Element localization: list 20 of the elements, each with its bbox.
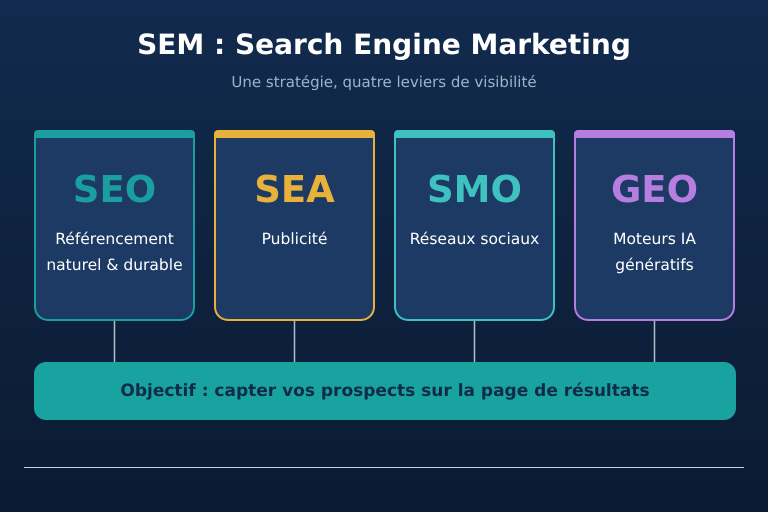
connector-line xyxy=(114,321,116,362)
lever-card xyxy=(34,130,195,321)
card-heading: GEO xyxy=(610,168,698,212)
lever-card xyxy=(574,130,735,321)
subtitle: Une stratégie, quatre leviers de visibilité xyxy=(231,73,537,91)
lever-card xyxy=(214,130,375,321)
card-description: Moteurs IA génératifs xyxy=(612,229,697,276)
connector-line xyxy=(474,321,476,362)
card-heading: SMO xyxy=(427,168,522,212)
title: SEM : Search Engine Marketing xyxy=(137,28,631,61)
lever-card xyxy=(394,130,555,321)
card-description: Référencement naturel & durable xyxy=(45,229,184,276)
connector-line xyxy=(294,321,296,362)
card-description: Publicité xyxy=(260,229,328,250)
card-heading: SEO xyxy=(72,168,156,212)
goal-banner xyxy=(34,362,736,420)
connector-line xyxy=(654,321,656,362)
card-heading: SEA xyxy=(254,168,335,212)
card-description: Réseaux sociaux xyxy=(408,229,540,250)
goal-text: Objectif : capter vos prospects sur la page de résultats xyxy=(120,381,650,401)
